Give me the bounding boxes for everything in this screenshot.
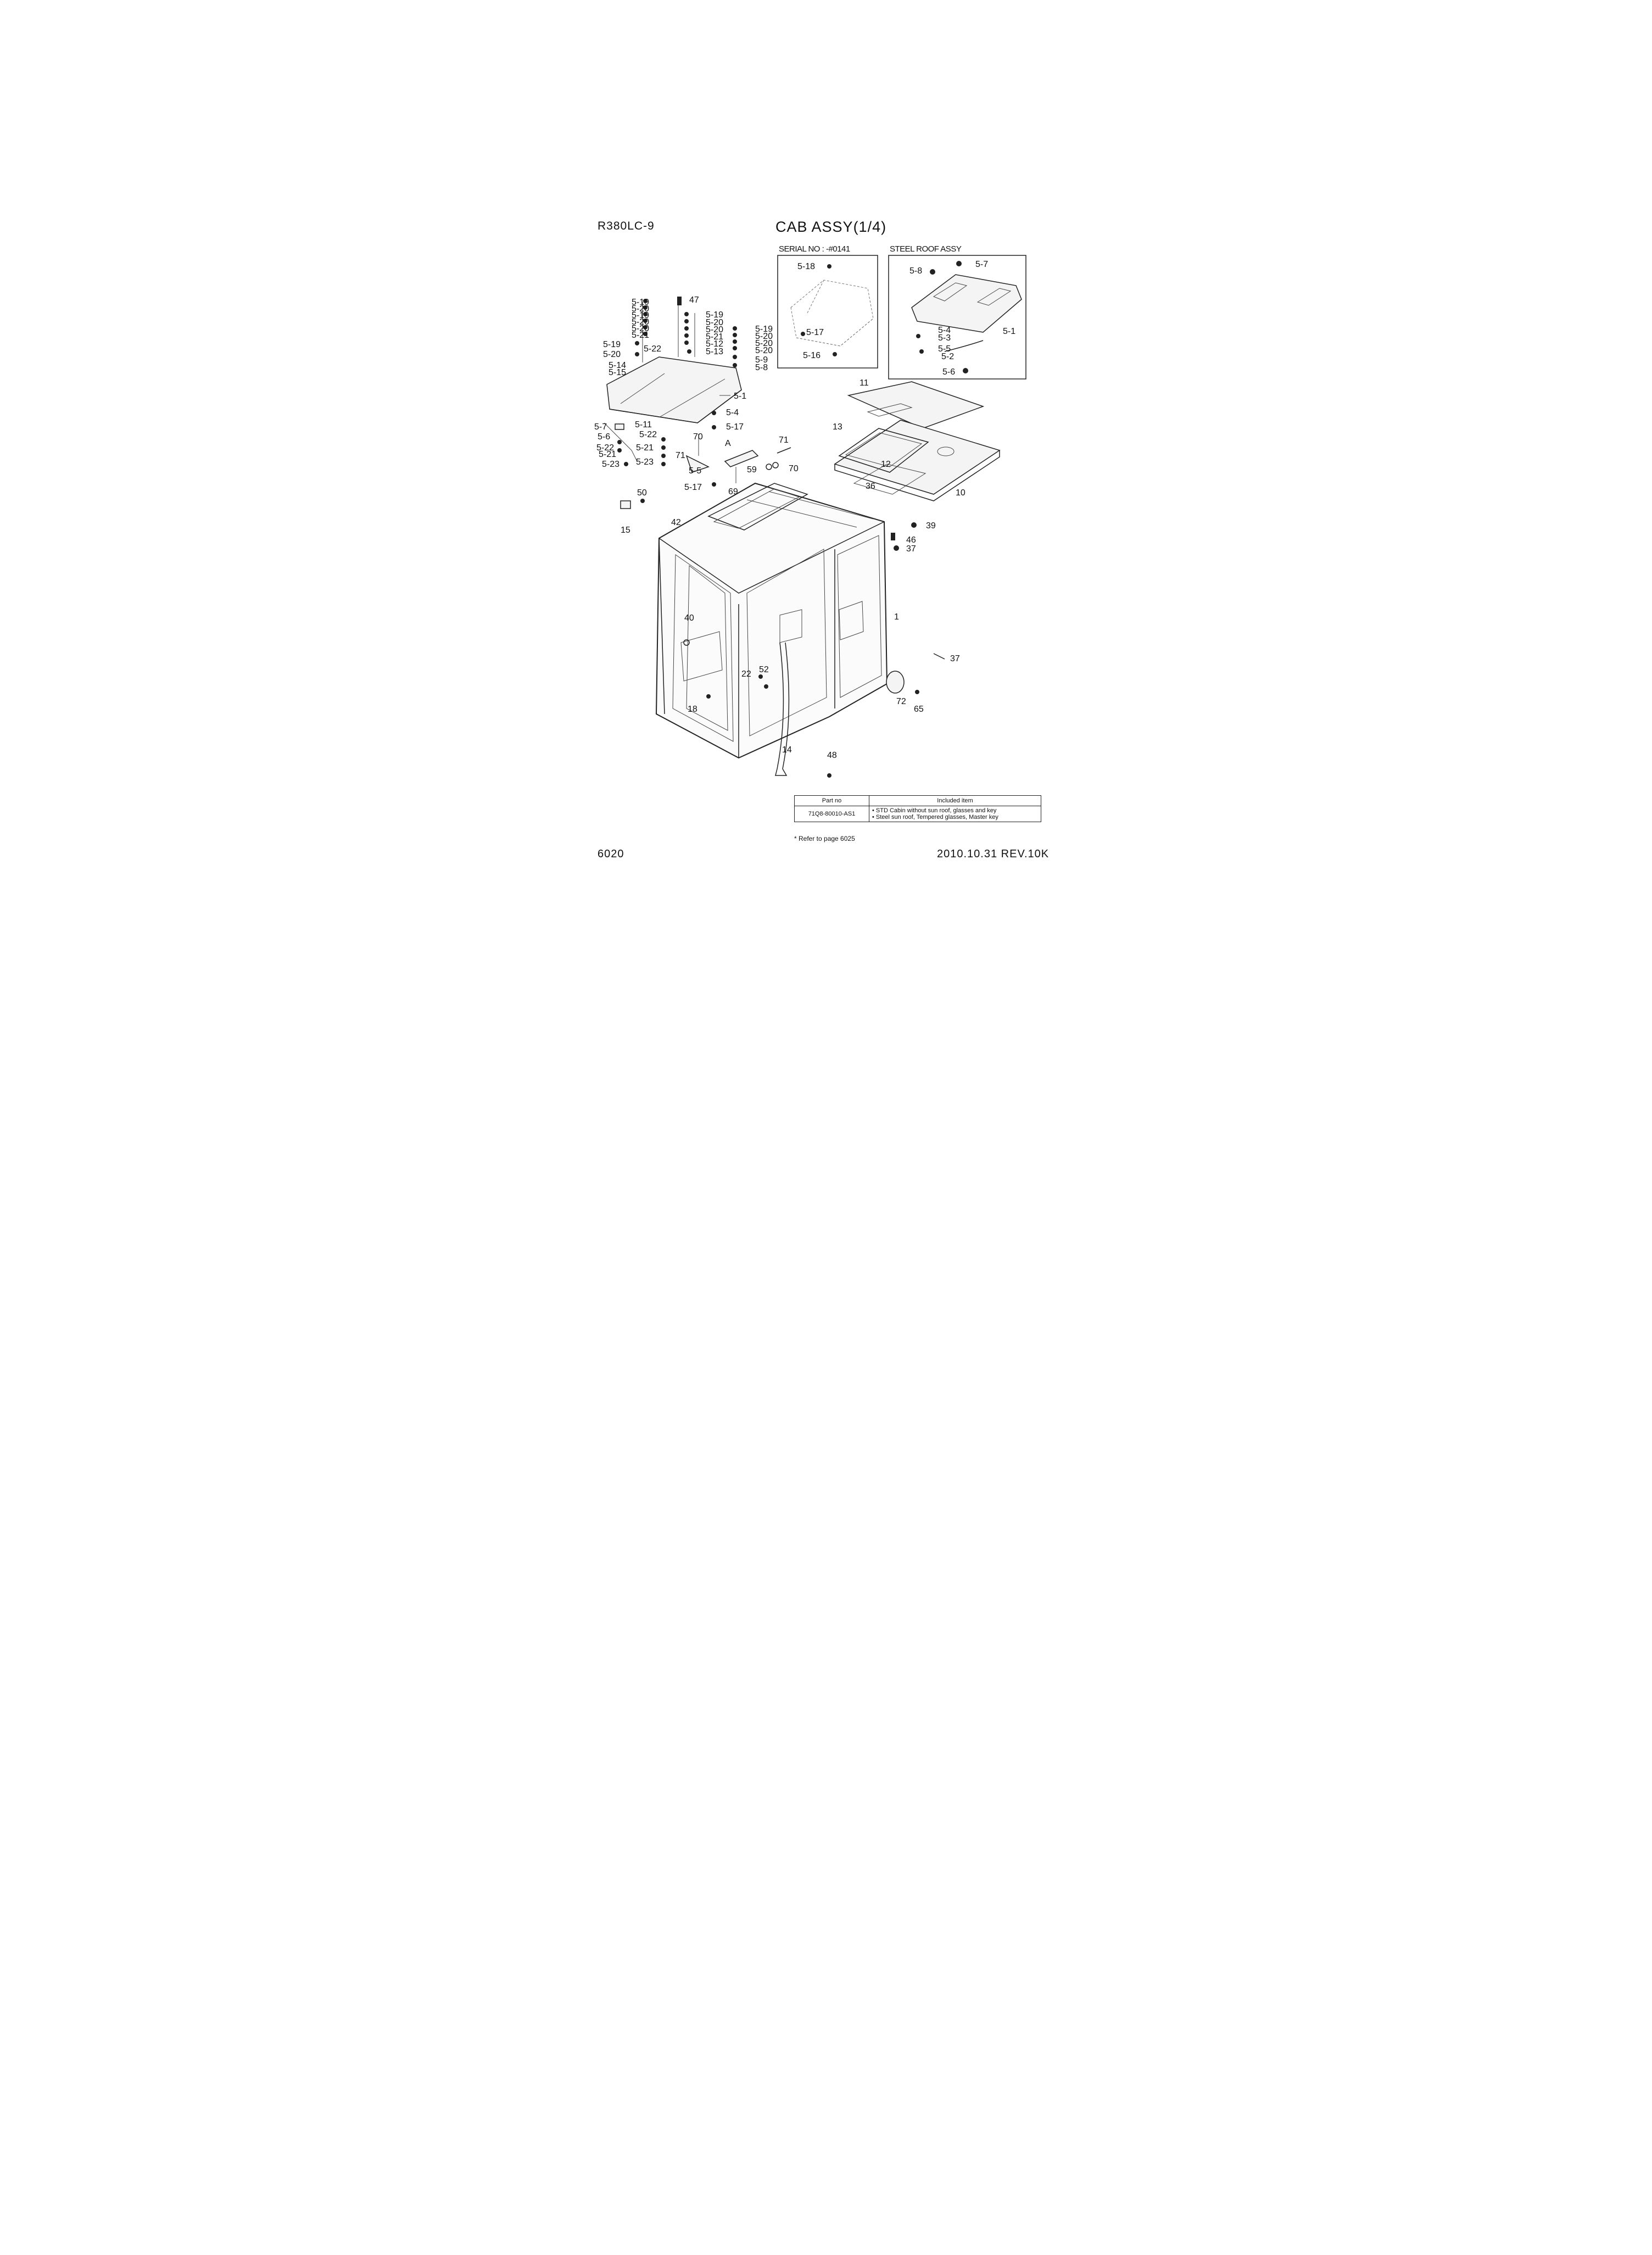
reference-note: * Refer to page 6025 (794, 835, 855, 842)
inset-roof-label: 5-7 (975, 260, 988, 269)
callout: 5-11 (635, 420, 652, 429)
callout: 5-22 (639, 430, 657, 439)
callout: 72 (896, 697, 906, 706)
callout: 5-22 (644, 344, 661, 354)
callout: 14 (782, 745, 792, 755)
callout: 5-12 (706, 339, 723, 349)
callout: 5-19 (755, 325, 773, 334)
callout: 71 (676, 451, 685, 460)
roof-panel-group: 11 13 12 36 10 39 46 37 (833, 378, 1001, 554)
latch-group: 5-7 5-6 5-22 5-21 5-23 5-11 5-22 5-21 5-… (594, 420, 799, 496)
table-row: 71Q8-80010-AS1 • STD Cabin without sun r… (794, 806, 1041, 822)
callout: 37 (950, 654, 960, 663)
callout: 70 (789, 464, 799, 473)
callout: 5-20 (706, 318, 723, 327)
callout: 5-19 (632, 298, 649, 307)
inset-roof-label: 5-6 (942, 367, 955, 377)
callout: 40 (684, 613, 694, 623)
callout: 5-22 (596, 443, 614, 453)
callout: 37 (906, 544, 916, 554)
callout: 42 (671, 518, 681, 527)
callout: 46 (906, 535, 916, 545)
callout: 5-23 (636, 457, 654, 467)
page-number: 6020 (598, 848, 624, 860)
page-title: CAB ASSY(1/4) (775, 219, 887, 235)
callout: 5-15 (609, 368, 626, 377)
callout: 36 (866, 482, 875, 491)
header-part-no: Part no (794, 795, 869, 806)
callout: 5-6 (598, 432, 610, 442)
callout: 5-20 (632, 317, 649, 327)
callout: 1 (894, 612, 899, 622)
callout: 5-19 (603, 340, 621, 349)
callout: 5-20 (755, 339, 773, 348)
callout: 5-14 (609, 361, 626, 370)
callout: 15 (621, 526, 630, 535)
part-number: 71Q8-80010-AS1 (794, 806, 869, 822)
parts-table: Part no Included item 71Q8-80010-AS1 • S… (794, 795, 1041, 822)
callout: 5-5 (689, 466, 701, 476)
inset-serial-title: SERIAL NO : -#0141 (779, 244, 850, 254)
callout: 18 (688, 705, 697, 714)
callout: 5-23 (602, 460, 620, 469)
callout: 5-7 (594, 422, 607, 432)
callout: 50 (637, 488, 647, 498)
callout: 5-17 (726, 422, 744, 432)
parts-table-header: Part no Included item (794, 795, 1041, 806)
callout: 5-21 (632, 331, 649, 340)
inset-serial-label: 5-17 (806, 328, 824, 337)
inset-roof-label: 5-5 (938, 344, 951, 354)
inset-serial: SERIAL NO : -#0141 5-18 5-17 5-16 (777, 244, 878, 369)
callout: 12 (881, 460, 891, 469)
callout: 5-20 (706, 325, 723, 334)
callout: 11 (860, 378, 869, 388)
callout: 5-20 (632, 324, 649, 333)
callout: 5-17 (684, 483, 702, 492)
callout: 5-20 (603, 350, 621, 359)
inset-roof-label: 5-8 (909, 266, 922, 276)
callout: 10 (956, 488, 965, 498)
callout: 71 (779, 436, 789, 445)
inset-steel-roof: STEEL ROOF ASSY 5-8 5-7 5-4 5-3 5-5 5-2 … (888, 244, 1026, 379)
callout: 5-4 (726, 408, 739, 417)
inset-serial-label: 5-18 (797, 262, 815, 271)
inset-roof-label: 5-4 (938, 326, 951, 335)
callout: 39 (926, 521, 936, 531)
header-included-item: Included item (869, 795, 1041, 806)
callout: 5-20 (755, 346, 773, 355)
model-code: R380LC-9 (598, 220, 655, 232)
cab-body: 50 15 42 1 40 22 52 18 14 48 37 72 65 (620, 482, 960, 778)
included-items: • STD Cabin without sun roof, glasses an… (869, 806, 1041, 822)
callout: 22 (741, 669, 751, 679)
inset-roof-label: 5-1 (1003, 327, 1015, 336)
callout: 5-21 (599, 450, 616, 459)
callout: 5-13 (706, 347, 723, 356)
callout: 5-1 (734, 392, 746, 401)
included-item: • Steel sun roof, Tempered glasses, Mast… (872, 814, 998, 820)
callout: 5-19 (706, 310, 723, 320)
callout: 48 (827, 751, 837, 760)
callout: 5-19 (632, 311, 649, 320)
callout: 5-20 (755, 332, 773, 341)
inset-roof-label: 5-2 (941, 352, 954, 361)
callout: 5-9 (755, 355, 768, 365)
included-item: • STD Cabin without sun roof, glasses an… (872, 807, 997, 814)
callout: 5-20 (632, 304, 649, 314)
callout: 47 (689, 295, 699, 305)
revision-date: 2010.10.31 REV.10K (937, 848, 1050, 860)
callout: 5-21 (636, 443, 654, 453)
callout: 70 (693, 432, 703, 442)
inset-serial-label: 5-16 (803, 351, 821, 360)
roof-hatch-group: 5-19 5-20 5-19 5-20 5-20 5-21 5-19 5-20 … (603, 295, 773, 432)
callout: 13 (833, 422, 842, 432)
inset-steel-roof-title: STEEL ROOF ASSY (890, 244, 962, 254)
callout: 65 (914, 705, 924, 714)
inset-roof-label: 5-3 (938, 333, 951, 343)
callout: 5-21 (706, 332, 723, 342)
callout: 52 (759, 665, 769, 674)
callout: 5-8 (755, 363, 768, 372)
callout: 59 (747, 465, 757, 475)
callout: A (725, 439, 731, 448)
